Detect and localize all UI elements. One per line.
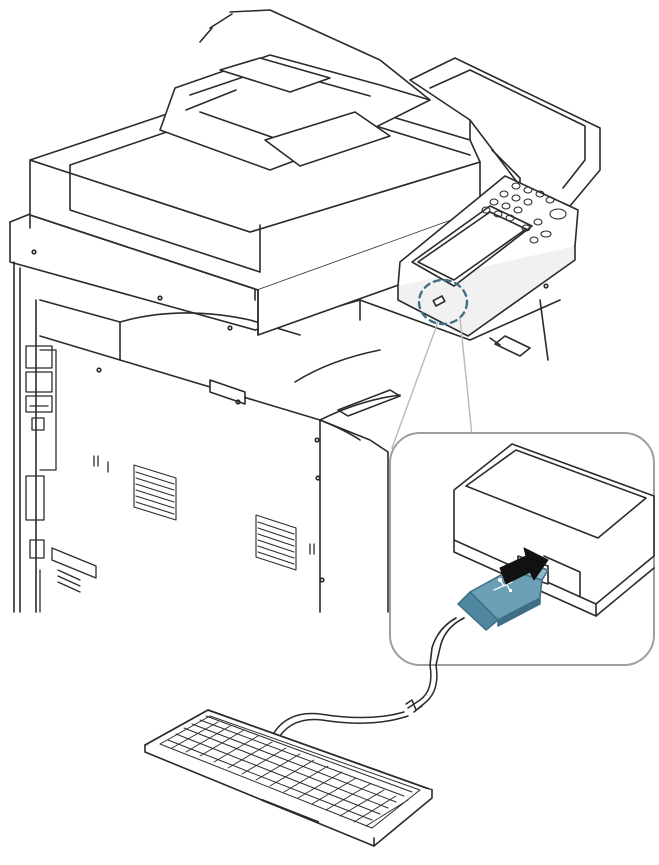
vent-left (133, 464, 177, 521)
control-panel (397, 175, 579, 337)
side-panel-details (25, 345, 315, 613)
printer-body (9, 209, 561, 613)
usb-keyboard (144, 709, 433, 847)
vent-right (255, 514, 297, 571)
callout-leader (391, 317, 473, 449)
insert-arrow-icon (499, 547, 549, 585)
usb-port-highlight (417, 278, 469, 326)
callout-magnifier (389, 432, 655, 666)
usb-cable (269, 664, 438, 743)
output-tray (409, 57, 601, 207)
scanner-unit (29, 9, 481, 336)
usb-icon (493, 577, 513, 592)
keyboard-keys (159, 715, 421, 829)
